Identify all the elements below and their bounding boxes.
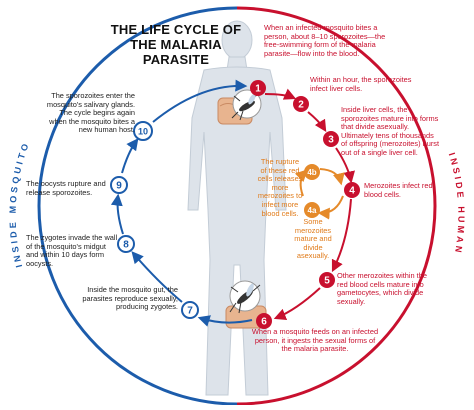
step-badge-5: 5 (319, 272, 335, 288)
svg-text:3: 3 (328, 135, 334, 146)
step-10-description: The sporozoites enter the mosquito's sal… (46, 91, 135, 135)
arrow-2-to-3 (307, 111, 327, 133)
svg-text:5: 5 (324, 276, 330, 287)
svg-text:8: 8 (123, 240, 129, 251)
step-badge-4b: 4b (304, 164, 320, 180)
svg-text:2: 2 (298, 100, 304, 111)
diagram-title: THE LIFE CYCLE OF THE MALARIA PARASITE (110, 22, 242, 67)
svg-text:4a: 4a (308, 206, 317, 215)
svg-text:4: 4 (349, 186, 355, 197)
arrow-5-to-6 (273, 287, 321, 321)
arrow-9-to-10 (121, 138, 139, 174)
outer-ring-mosquito-half (37, 6, 238, 406)
arrow-10-to-1 (152, 79, 248, 123)
arrow-4-to-5 (331, 198, 352, 273)
step-7-description: Inside the mosquito gut, the parasites r… (82, 285, 178, 312)
outer-ring-human-half (236, 6, 437, 406)
svg-text:4b: 4b (307, 168, 316, 177)
svg-text:10: 10 (138, 127, 148, 137)
cycle-arcs-human (264, 88, 355, 321)
inside-human-label: INSIDE HUMAN (447, 151, 467, 256)
mosquito-icon-lower (229, 280, 261, 314)
step-6-description: When a mosquito feeds on an infected per… (251, 327, 379, 354)
step-2-description: Within an hour, the sporozoites infect l… (310, 75, 412, 93)
cycle-arcs-mosquito (110, 79, 253, 327)
step-4-description: Merozoites infect red blood cells. (364, 181, 433, 199)
arrow-7-to-8 (131, 251, 183, 303)
arrow-1-to-2 (264, 88, 297, 100)
step-3-description: Inside liver cells, the sporozoites matu… (341, 105, 440, 157)
step-badge-7: 7 (181, 301, 199, 319)
arrow-6-to-7 (197, 315, 253, 327)
step-badge-1: 1 (250, 80, 266, 96)
svg-text:6: 6 (261, 317, 267, 328)
step-badge-6: 6 (256, 313, 272, 329)
step-4a-description: Some merozoites mature and divide asexua… (294, 217, 332, 261)
step-4b-description: The rupture of these red cells releases … (257, 157, 303, 218)
step-5-description: Other merozoites within the red blood ce… (337, 271, 427, 306)
step-badges: 1 2 3 4 4a 4b 5 6 7 8 9 10 (110, 80, 360, 329)
step-9-description: The oocysts rupture and release sporozoi… (26, 179, 106, 197)
svg-text:7: 7 (187, 306, 193, 317)
step-badge-3: 3 (323, 131, 339, 147)
step-badge-9: 9 (110, 176, 128, 194)
step-badge-10: 10 (133, 121, 153, 141)
svg-text:1: 1 (255, 84, 261, 95)
step-badge-4: 4 (344, 182, 360, 198)
step-badge-4a: 4a (304, 202, 320, 218)
step-badge-2: 2 (293, 96, 309, 112)
step-1-description: When an infected mosquito bites a person… (264, 23, 386, 58)
arrow-3-to-4 (335, 147, 355, 184)
arrow-8-to-9 (110, 193, 124, 235)
step-8-description: The zygotes invade the wall of the mosqu… (26, 233, 118, 268)
svg-text:9: 9 (116, 181, 122, 192)
step-badge-8: 8 (117, 235, 135, 253)
